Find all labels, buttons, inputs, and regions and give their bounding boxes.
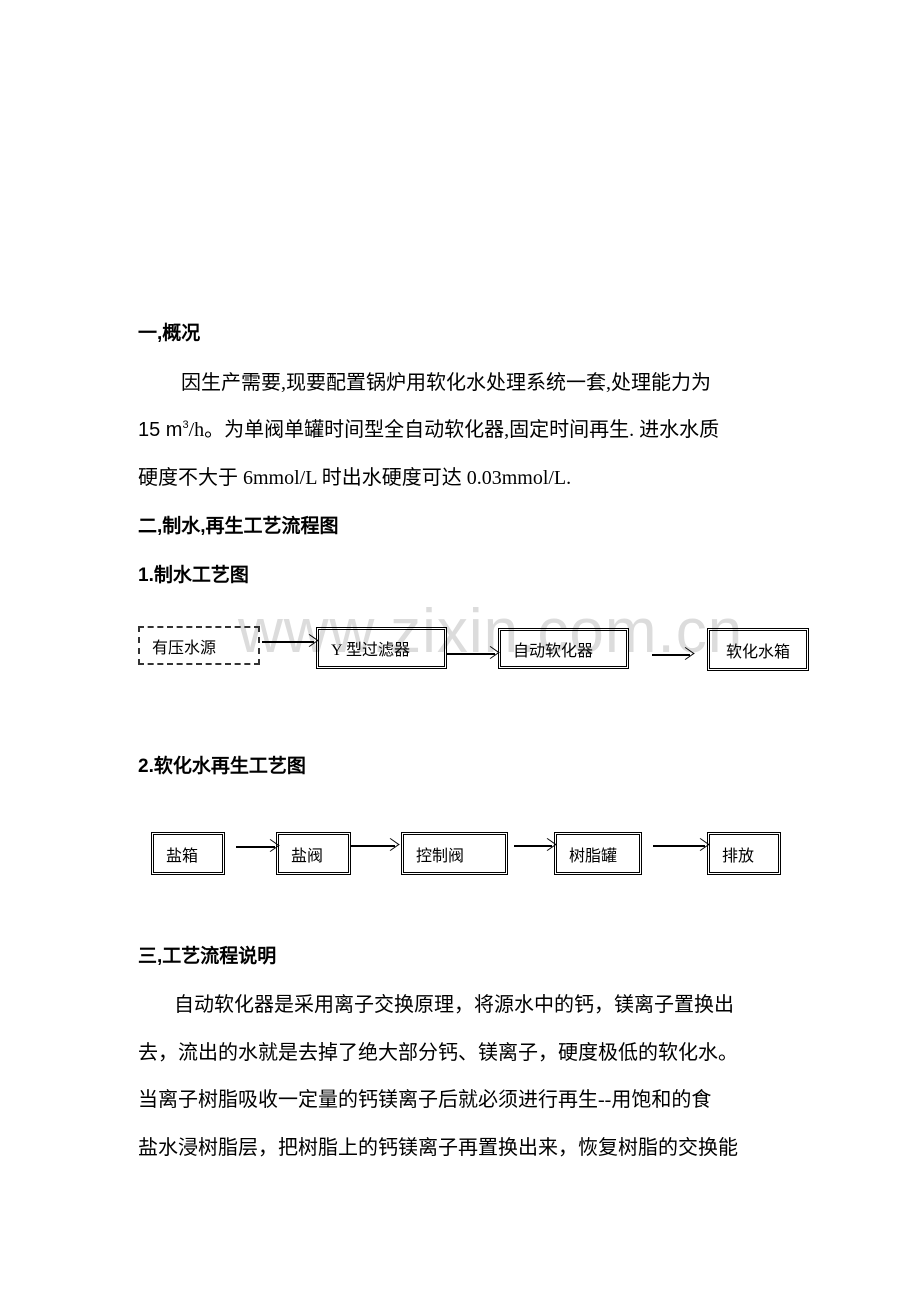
flow-node-control-valve: 控制阀 — [401, 832, 508, 875]
flow-arrow — [351, 845, 395, 847]
subheading-water-production: 1.制水工艺图 — [138, 565, 249, 586]
flow-arrow — [262, 641, 314, 643]
flow-node-y-filter: Y 型过滤器 — [316, 627, 447, 669]
section-heading-process-description: 三,工艺流程说明 — [138, 946, 277, 967]
flow-node-salt-tank: 盐箱 — [151, 832, 225, 875]
section-heading-overview: 一,概况 — [138, 323, 201, 344]
section-heading-flowcharts: 二,制水,再生工艺流程图 — [138, 516, 339, 537]
flow-arrow — [447, 653, 495, 655]
capacity-value: 15 m — [138, 419, 183, 441]
flow-node-discharge: 排放 — [707, 832, 781, 875]
process-description-line-1: 自动软化器是采用离子交换原理，将源水中的钙，镁离子置换出 — [174, 994, 734, 1016]
flow-arrow — [652, 654, 690, 656]
flow-arrow — [653, 845, 705, 847]
flow-arrow — [236, 846, 275, 848]
overview-paragraph-line-2: 15 m3/h。为单阀单罐时间型全自动软化器,固定时间再生. 进水水质 — [138, 413, 719, 442]
flow-node-resin-tank: 树脂罐 — [554, 832, 642, 875]
flow-node-salt-valve: 盐阀 — [276, 832, 351, 875]
process-description-line-3: 当离子树脂吸收一定量的钙镁离子后就必须进行再生--用饱和的食 — [138, 1089, 712, 1111]
flow-node-pressurized-water-source: 有压水源 — [138, 626, 260, 665]
flow-node-auto-softener: 自动软化器 — [498, 628, 629, 669]
overview-line-2-rest: /h。为单阀单罐时间型全自动软化器,固定时间再生. 进水水质 — [188, 419, 720, 441]
flow-arrow — [514, 845, 552, 847]
flow-node-soft-water-tank: 软化水箱 — [707, 628, 809, 671]
process-description-line-4: 盐水浸树脂层，把树脂上的钙镁离子再置换出来，恢复树脂的交换能 — [138, 1137, 738, 1159]
process-description-line-2: 去，流出的水就是去掉了绝大部分钙、镁离子，硬度极低的软化水。 — [138, 1042, 738, 1064]
overview-paragraph-line-3: 硬度不大于 6mmol/L 时出水硬度可达 0.03mmol/L. — [138, 467, 572, 489]
capacity-exponent: 3 — [182, 419, 189, 431]
subheading-regeneration: 2.软化水再生工艺图 — [138, 756, 306, 777]
overview-paragraph-line-1: 因生产需要,现要配置锅炉用软化水处理系统一套,处理能力为 — [181, 372, 711, 394]
